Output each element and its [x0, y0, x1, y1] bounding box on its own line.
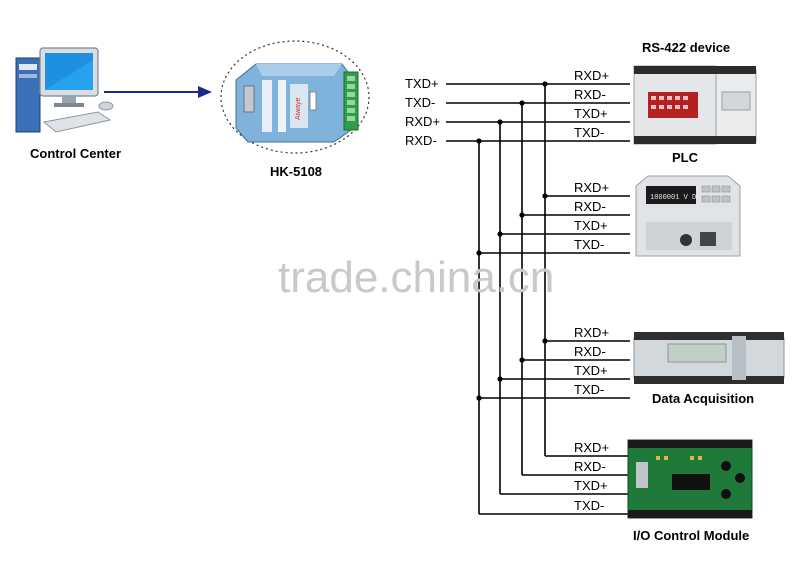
dev2-signal-2: RXD-: [574, 199, 606, 214]
dev2-signal-1: RXD+: [574, 180, 609, 195]
control-center-label: Control Center: [30, 146, 121, 161]
io-module-icon: [627, 439, 753, 519]
svg-text:Aiwaye: Aiwaye: [295, 97, 302, 120]
dev2-signal-3: TXD+: [574, 218, 608, 233]
dev4-signal-2: RXD-: [574, 459, 606, 474]
conv-signal-4: RXD-: [405, 133, 437, 148]
plc-label: PLC: [672, 150, 699, 165]
dev4-signal-3: TXD+: [574, 478, 608, 493]
rs422-device-label: RS-422 device: [642, 40, 730, 55]
data-acquisition-label: Data Acquisition: [652, 391, 754, 406]
dev2-signal-4: TXD-: [574, 237, 604, 252]
computer-icon: [15, 47, 114, 133]
dev4-signal-1: RXD+: [574, 440, 609, 455]
meter-display-text: 1000001 V DC: [650, 194, 700, 202]
dev1-signal-2: RXD-: [574, 87, 606, 102]
converter-outline: [220, 40, 370, 154]
watermark: trade.china.cn: [278, 253, 554, 302]
conv-signal-2: TXD-: [405, 95, 435, 110]
data-acquisition-icon: [633, 332, 785, 384]
converter-icon: Aiwaye: [235, 63, 359, 143]
dev3-signal-2: RXD-: [574, 344, 606, 359]
dev3-signal-1: RXD+: [574, 325, 609, 340]
dev1-signal-3: TXD+: [574, 106, 608, 121]
bus-wiring: [446, 83, 630, 515]
conv-signal-1: TXD+: [405, 76, 439, 91]
dev4-signal-4: TXD-: [574, 498, 604, 513]
plc-icon: [633, 65, 757, 145]
conv-signal-3: RXD+: [405, 114, 440, 129]
meter-icon: 1000001 V DC: [635, 175, 741, 257]
dev3-signal-3: TXD+: [574, 363, 608, 378]
io-module-label: I/O Control Module: [633, 528, 749, 543]
dev1-signal-1: RXD+: [574, 68, 609, 83]
data-arrow: [104, 86, 212, 98]
converter-label: HK-5108: [270, 164, 322, 179]
junction-dots: [476, 81, 548, 401]
dev1-signal-4: TXD-: [574, 125, 604, 140]
dev3-signal-4: TXD-: [574, 382, 604, 397]
